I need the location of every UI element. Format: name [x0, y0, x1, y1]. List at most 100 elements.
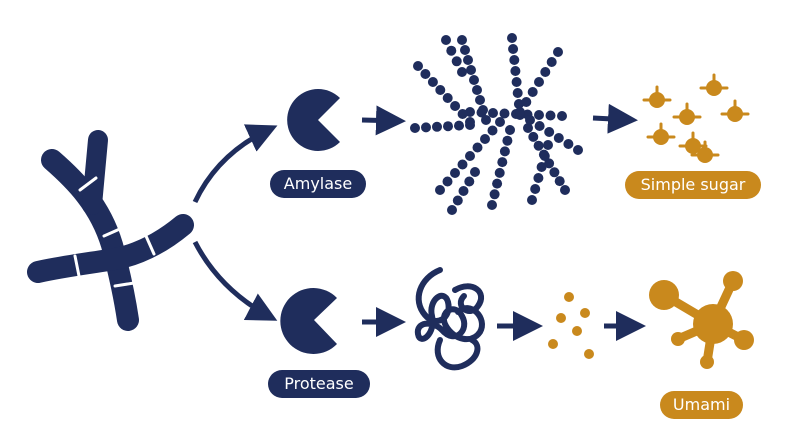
starch-bead — [464, 176, 475, 187]
arrow-starch-to-sugar — [592, 103, 638, 134]
starch-bead — [510, 66, 521, 76]
starch-bead — [421, 122, 431, 133]
starch-bead — [540, 67, 551, 77]
starch-bead — [546, 57, 557, 67]
starch-bead — [505, 125, 515, 135]
starch-bead — [512, 88, 523, 98]
starch-bead — [534, 121, 545, 131]
starch-bead — [527, 195, 537, 205]
starch-bead — [454, 120, 464, 131]
starch-bead — [435, 85, 446, 95]
starch-bead — [534, 77, 544, 87]
starch-bead — [509, 55, 520, 65]
starch-bead — [487, 200, 497, 210]
starch-bead — [554, 176, 565, 187]
starch-bead — [481, 115, 491, 125]
starch-bead — [494, 167, 505, 178]
starch-bead — [560, 185, 570, 195]
starch-bead — [457, 35, 467, 45]
starch-bead — [534, 110, 544, 120]
starch-bead — [465, 120, 475, 130]
starch-bead — [515, 107, 525, 117]
starch-bead — [523, 123, 533, 133]
starch-bead — [557, 111, 567, 121]
starch-bead — [487, 125, 498, 136]
starch-bead — [521, 97, 532, 107]
starch-bead — [478, 105, 488, 115]
starch-bead — [511, 77, 522, 87]
starch-bead — [469, 75, 479, 85]
sugar-molecule-icon — [720, 99, 750, 122]
starch-bead — [465, 151, 475, 161]
branched-bead-chain-icon — [410, 33, 583, 215]
amylase-label: Amylase — [270, 170, 366, 198]
starch-bead — [452, 195, 463, 206]
starch-bead — [527, 87, 538, 97]
starch-bead — [475, 95, 485, 105]
starch-bead — [533, 173, 544, 183]
coiled-protein-chain-icon — [414, 267, 485, 371]
starch-bead — [443, 121, 453, 132]
starch-bead — [463, 55, 473, 65]
arrow-to-protease — [192, 240, 278, 321]
starch-bead — [492, 178, 503, 189]
sugar-molecule-icon — [646, 122, 676, 145]
starch-bead — [539, 151, 550, 161]
starch-bead — [413, 61, 423, 71]
starch-bead — [489, 189, 500, 200]
starch-bead — [507, 33, 517, 43]
sugar-molecules-group — [642, 73, 750, 163]
starch-bead — [451, 56, 462, 67]
starch-bead — [472, 142, 483, 153]
starch-bead — [495, 117, 505, 127]
sugar-molecule-icon — [642, 85, 672, 108]
starch-bead — [525, 115, 535, 125]
starch-bead — [447, 205, 457, 215]
arrow-amylase-to-starch — [361, 105, 406, 136]
starch-bead — [435, 185, 445, 195]
molecule-hub-icon — [649, 271, 754, 369]
starch-bead — [470, 167, 480, 177]
starch-bead — [457, 159, 468, 170]
starch-bead — [553, 47, 563, 57]
starch-bead — [442, 176, 453, 187]
arrow-to-amylase — [192, 124, 278, 204]
sugar-molecule-icon — [699, 73, 729, 96]
starch-bead — [420, 69, 431, 79]
starch-bead — [545, 110, 556, 121]
sugar-molecule-icon — [678, 131, 708, 154]
protease-enzyme-icon — [280, 288, 337, 354]
starch-bead — [544, 127, 555, 137]
starch-bead — [573, 145, 583, 155]
starch-bead — [536, 162, 547, 172]
starch-bead — [458, 186, 469, 196]
starch-bead — [549, 167, 560, 178]
starch-bead — [442, 93, 453, 103]
starch-bead — [460, 45, 470, 55]
starch-bead — [450, 168, 460, 178]
starch-bead — [446, 45, 457, 56]
starch-bead — [466, 65, 476, 75]
scattered-dots-icon — [548, 292, 594, 359]
starch-bead — [410, 123, 420, 133]
starch-bead — [553, 133, 564, 143]
starch-bead — [441, 35, 451, 45]
starch-bead — [480, 134, 490, 144]
starch-bead — [499, 146, 510, 157]
protease-label: Protease — [268, 370, 370, 398]
starch-bead — [499, 108, 510, 119]
starch-bead — [472, 85, 482, 95]
starch-bead — [432, 121, 442, 132]
starch-bead — [502, 135, 513, 146]
umami-label: Umami — [660, 391, 743, 419]
starch-bead — [563, 139, 574, 149]
starch-bead — [543, 140, 553, 150]
sugar-molecule-icon — [690, 140, 720, 163]
starch-bead — [427, 77, 438, 87]
starch-bead — [528, 131, 539, 142]
simple-sugar-label: Simple sugar — [625, 171, 761, 199]
starch-bead — [488, 108, 498, 118]
starch-bead — [497, 157, 508, 168]
starch-bead — [450, 101, 461, 111]
